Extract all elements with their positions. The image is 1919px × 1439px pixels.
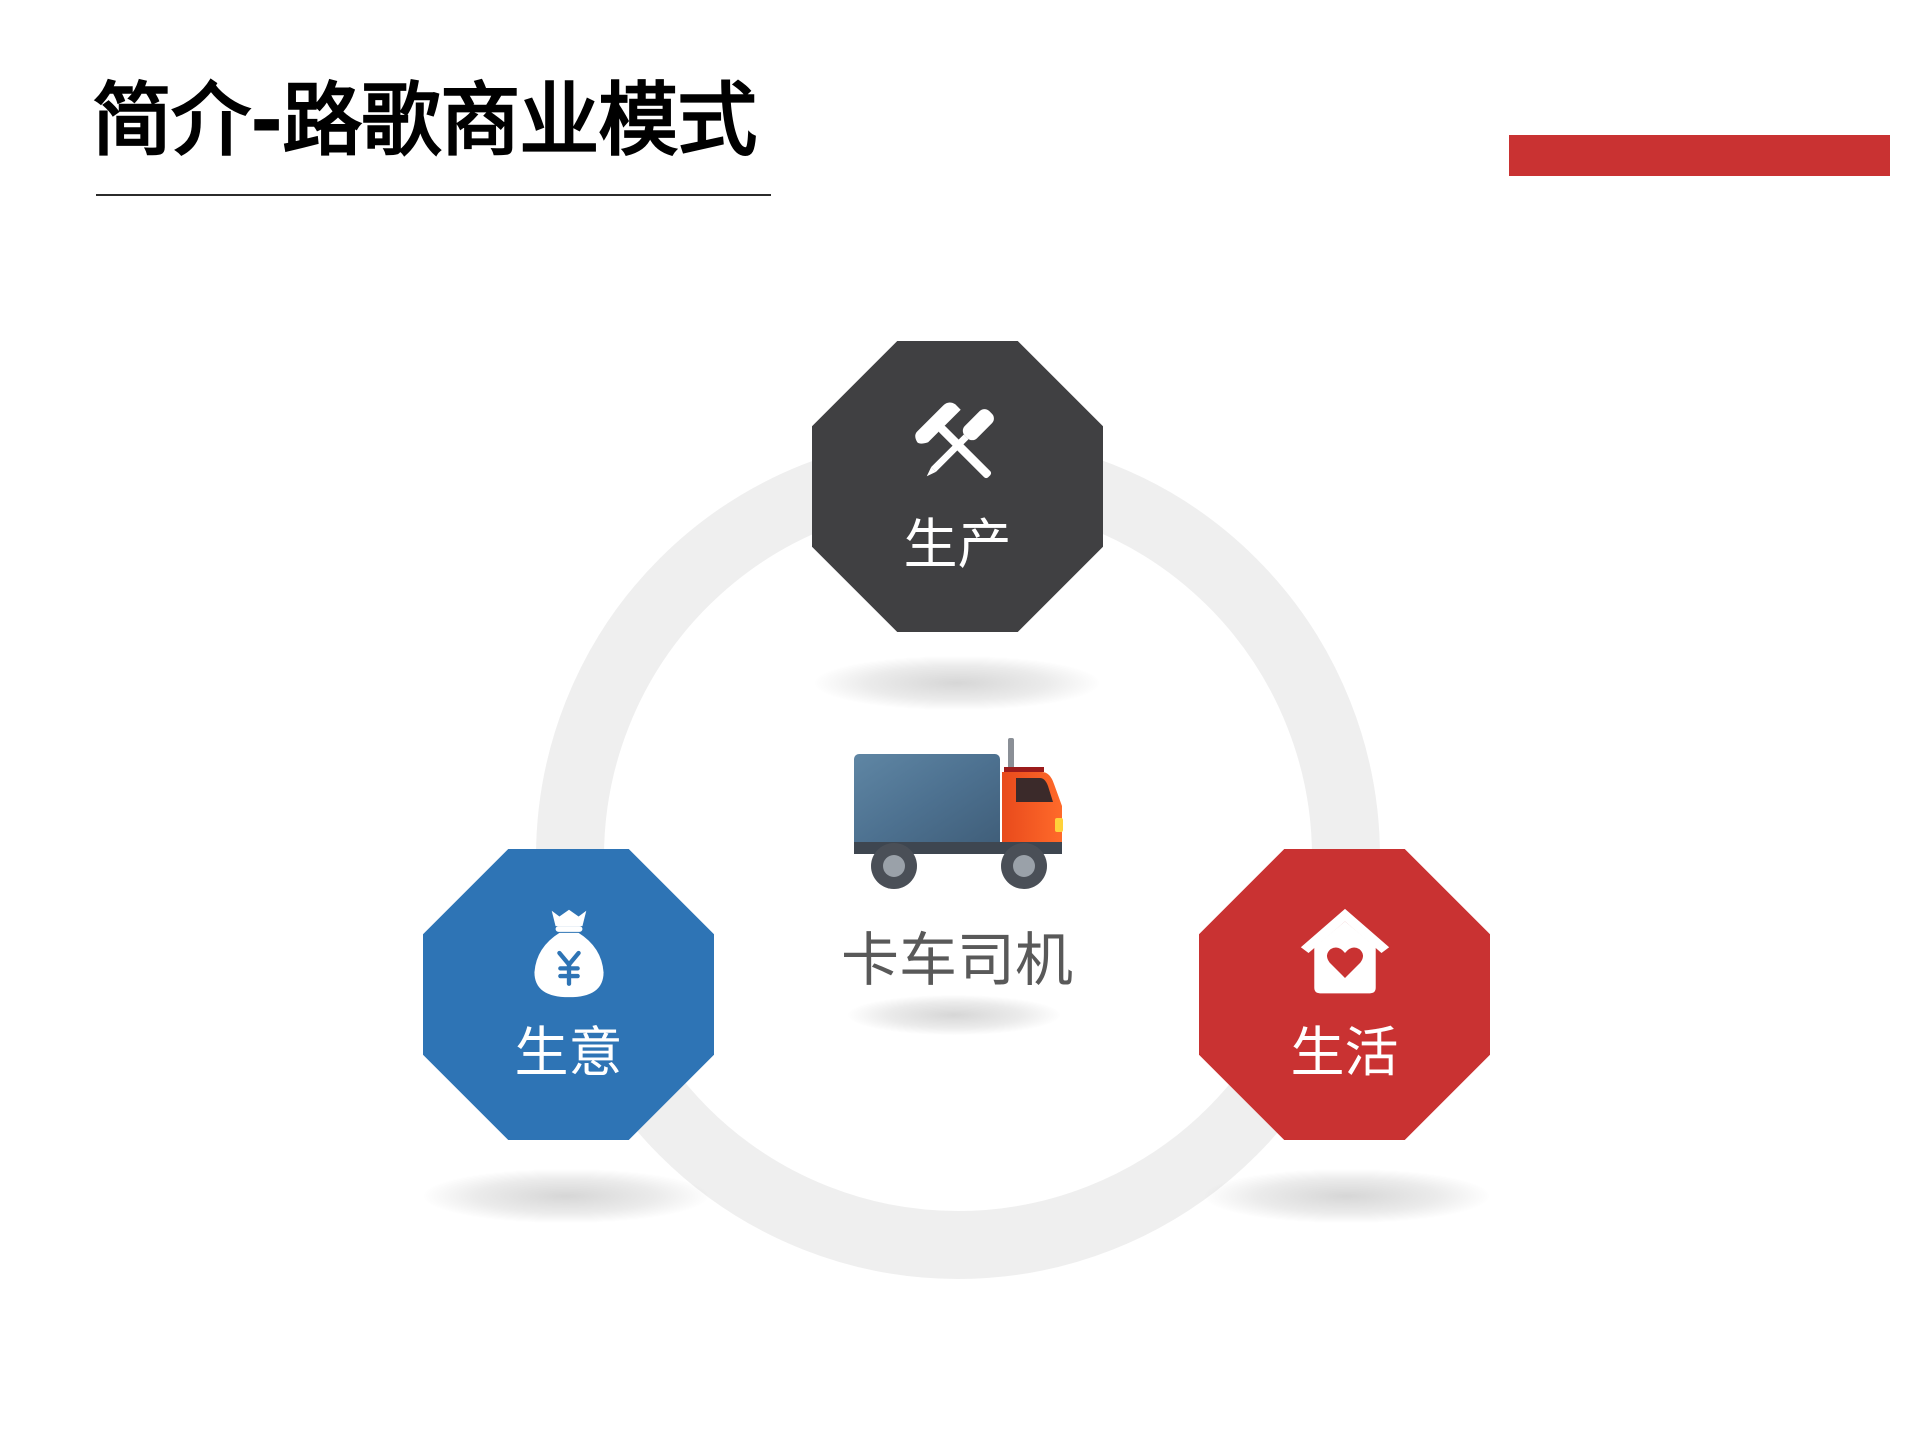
center-label: 卡车司机 xyxy=(840,926,1073,994)
tools-icon xyxy=(910,397,1006,493)
node-label-life: 生活 xyxy=(1290,1021,1399,1084)
center-shadow xyxy=(848,995,1060,1035)
node-shadow xyxy=(424,1169,708,1223)
node-label-business: 生意 xyxy=(514,1021,623,1084)
money-bag-icon xyxy=(521,905,617,1001)
home-heart-icon xyxy=(1297,905,1393,1001)
node-production: 生产 xyxy=(812,341,1103,632)
slide-title: 简介-路歌商业模式 xyxy=(92,74,757,167)
node-shadow xyxy=(815,656,1099,710)
node-shadow xyxy=(1205,1169,1489,1223)
node-business: 生意 xyxy=(423,849,714,1140)
truck-icon xyxy=(852,734,1064,894)
node-life: 生活 xyxy=(1199,849,1490,1140)
title-underline xyxy=(96,194,771,196)
node-label-production: 生产 xyxy=(903,513,1012,576)
accent-bar xyxy=(1509,135,1890,176)
